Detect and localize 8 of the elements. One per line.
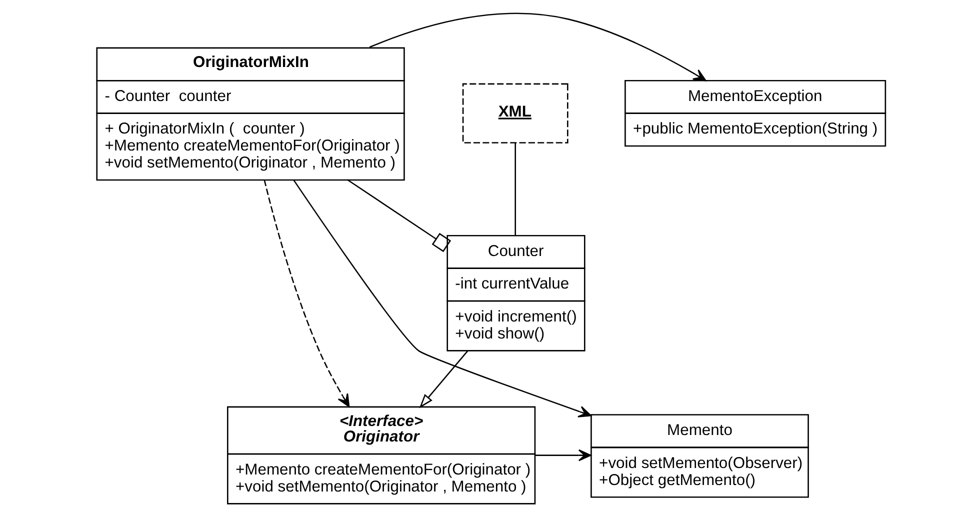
connector: [514, 143, 516, 236]
arrow: [418, 350, 468, 408]
arrow: [368, 12, 706, 82]
arrow: [292, 180, 591, 418]
arrow: [534, 449, 591, 462]
connector: [346, 179, 451, 252]
node-box: XML: [462, 83, 568, 144]
arrow: [263, 180, 350, 408]
